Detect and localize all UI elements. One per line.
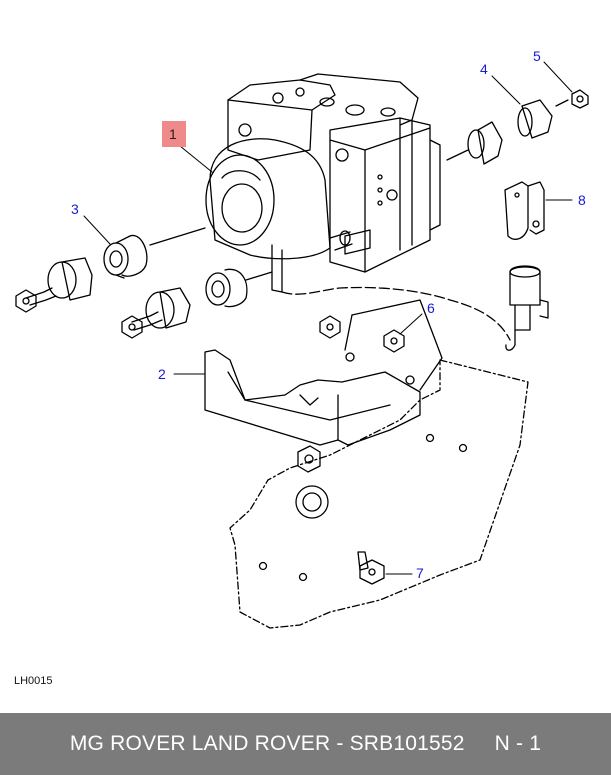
nut-6	[319, 315, 405, 353]
callout-4: 4	[480, 61, 488, 77]
callouts: 1 2 3 4 5 6 7 8	[71, 48, 586, 581]
callout-1: 1	[169, 126, 177, 142]
footer-bar: MG ROVER LAND ROVER - SRB101552 N - 1	[0, 713, 611, 775]
mount-bush-middle	[121, 268, 273, 339]
clip-bracket	[504, 181, 545, 240]
sensor-connector	[505, 265, 549, 351]
callout-7: 7	[416, 565, 424, 581]
callout-2: 2	[158, 366, 166, 382]
callout-8: 8	[578, 192, 586, 208]
callout-6: 6	[427, 300, 435, 316]
callout-5: 5	[533, 48, 541, 64]
parts-diagram: 1 2 3 4 5 6 7 8	[15, 48, 589, 629]
bracket	[204, 299, 443, 446]
abs-modulator	[205, 73, 511, 341]
callout-3: 3	[71, 201, 79, 217]
drawing-code: LH0015	[14, 675, 53, 687]
footer-title: MG ROVER LAND ROVER - SRB101552	[69, 732, 465, 755]
mounting-plate	[229, 359, 529, 629]
mount-bush-front	[15, 227, 206, 313]
footer-code: N - 1	[494, 732, 542, 755]
highlight-box	[162, 121, 186, 147]
leader-lines	[83, 61, 573, 575]
mount-bush-right	[446, 89, 589, 165]
bolt-7	[297, 445, 385, 585]
